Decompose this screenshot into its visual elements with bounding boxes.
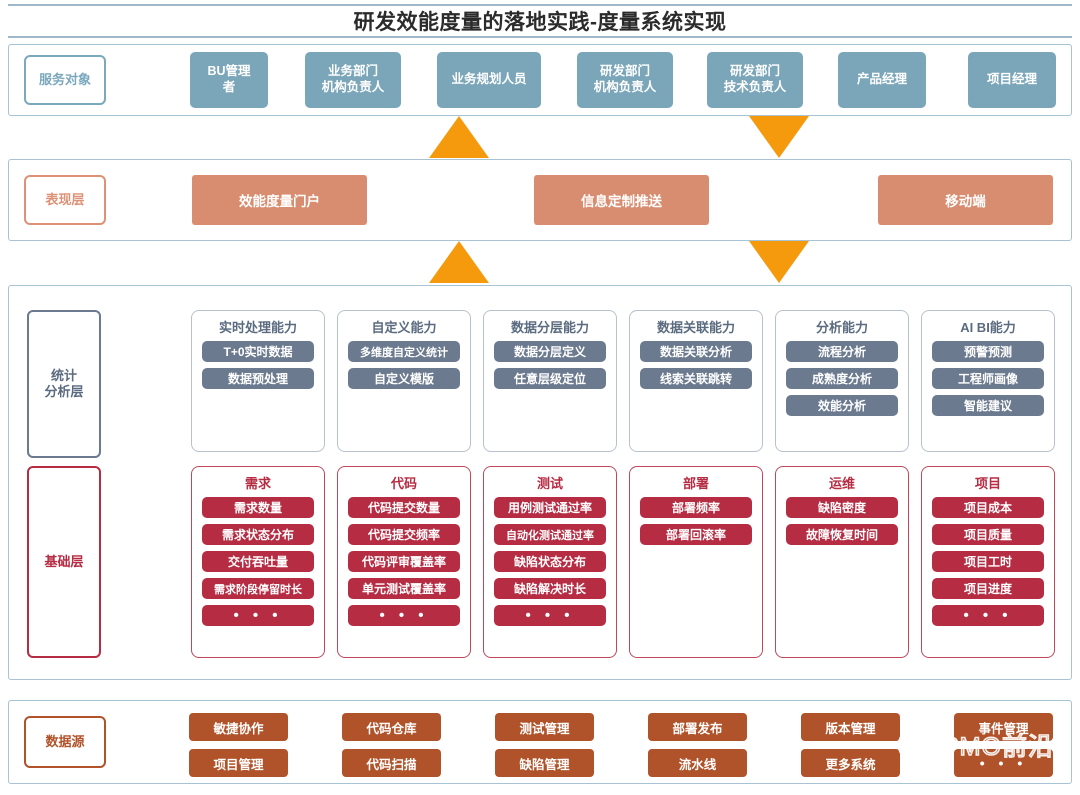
metric-pill[interactable]: 缺陷状态分布 [494, 551, 606, 572]
arrow-down-presentation-to-statistics [749, 241, 809, 283]
metric-pill[interactable]: 代码评审覆盖率 [348, 551, 460, 572]
metric-card-requirement[interactable]: 需求 需求数量 需求状态分布 交付吞吐量 需求阶段停留时长 • • • [191, 466, 325, 658]
arrow-down-presentation-to-service [749, 116, 809, 158]
card-title: 测试 [536, 476, 563, 491]
page-title: 研发效能度量的落地实践-度量系统实现 [353, 11, 727, 34]
capability-pill[interactable]: 任意层级定位 [494, 368, 606, 389]
capability-pill[interactable]: 多维度自定义统计 [348, 341, 460, 362]
role-chip-business-planner[interactable]: 业务规划人员 [437, 52, 541, 108]
capability-card-ai-bi[interactable]: AI BI能力 预警预测 工程师画像 智能建议 [921, 310, 1055, 452]
datasource-chip-pipeline[interactable]: 流水线 [648, 749, 747, 777]
metric-pill[interactable]: 项目质量 [932, 524, 1044, 545]
metric-card-test[interactable]: 测试 用例测试通过率 自动化测试通过率 缺陷状态分布 缺陷解决时长 • • • [483, 466, 617, 658]
role-chip-product-manager[interactable]: 产品经理 [838, 52, 926, 108]
layer-label-base: 基础层 [27, 466, 101, 658]
capability-card-data-correlation[interactable]: 数据关联能力 数据关联分析 线索关联跳转 [629, 310, 763, 452]
capability-pill[interactable]: T+0实时数据 [202, 341, 314, 362]
layer-label-datasource: 数据源 [24, 716, 106, 768]
metric-pill[interactable]: 需求阶段停留时长 [202, 578, 314, 599]
layer-label-service-objects: 服务对象 [24, 55, 106, 105]
role-chip-rd-dept-org-owner[interactable]: 研发部门 机构负责人 [577, 52, 673, 108]
datasource-chip-project-management[interactable]: 项目管理 [189, 749, 288, 777]
card-title: 需求 [244, 476, 271, 491]
datasource-chip-event-management[interactable]: 事件管理 [954, 713, 1053, 741]
card-title: 部署 [682, 476, 709, 491]
arrow-up-service-to-presentation [429, 116, 489, 158]
metric-pill[interactable]: 部署频率 [640, 497, 752, 518]
metric-card-ops[interactable]: 运维 缺陷密度 故障恢复时间 [775, 466, 909, 658]
metric-pill[interactable]: 代码提交数量 [348, 497, 460, 518]
datasource-chip-deploy-release[interactable]: 部署发布 [648, 713, 747, 741]
capability-pill[interactable]: 自定义模版 [348, 368, 460, 389]
metric-pill[interactable]: 用例测试通过率 [494, 497, 606, 518]
metric-pill[interactable]: 故障恢复时间 [786, 524, 898, 545]
card-title: AI BI能力 [960, 320, 1016, 335]
role-chip-business-dept-org-owner[interactable]: 业务部门 机构负责人 [305, 52, 401, 108]
capability-pill[interactable]: 效能分析 [786, 395, 898, 416]
metric-pill[interactable]: 交付吞吐量 [202, 551, 314, 572]
metric-pill[interactable]: 需求状态分布 [202, 524, 314, 545]
capability-pill[interactable]: 预警预测 [932, 341, 1044, 362]
card-title: 运维 [828, 476, 855, 491]
metric-pill[interactable]: 项目工时 [932, 551, 1044, 572]
datasource-chip-code-repo[interactable]: 代码仓库 [342, 713, 441, 741]
diagram-title-bar: 研发效能度量的落地实践-度量系统实现 [8, 4, 1072, 38]
capability-pill[interactable]: 线索关联跳转 [640, 368, 752, 389]
presentation-chip-mobile[interactable]: 移动端 [878, 175, 1053, 225]
metric-pill[interactable]: 缺陷密度 [786, 497, 898, 518]
capability-pill[interactable]: 数据关联分析 [640, 341, 752, 362]
metric-pill-more[interactable]: • • • [494, 605, 606, 626]
metric-pill[interactable]: 部署回滚率 [640, 524, 752, 545]
presentation-chip-portal[interactable]: 效能度量门户 [192, 175, 367, 225]
role-chip-bu-manager[interactable]: BU管理 者 [190, 52, 268, 108]
datasource-chip-test-management[interactable]: 测试管理 [495, 713, 594, 741]
card-title: 自定义能力 [371, 320, 437, 335]
card-title: 分析能力 [815, 320, 868, 335]
card-title: 代码 [390, 476, 417, 491]
metric-pill-more[interactable]: • • • [202, 605, 314, 626]
capability-card-realtime[interactable]: 实时处理能力 T+0实时数据 数据预处理 [191, 310, 325, 452]
layer-label-presentation: 表现层 [24, 175, 106, 225]
datasource-chip-more[interactable]: • • • [954, 749, 1053, 777]
capability-pill[interactable]: 工程师画像 [932, 368, 1044, 389]
metric-pill[interactable]: 项目进度 [932, 578, 1044, 599]
capability-pill[interactable]: 流程分析 [786, 341, 898, 362]
metric-pill[interactable]: 项目成本 [932, 497, 1044, 518]
capability-pill[interactable]: 数据分层定义 [494, 341, 606, 362]
card-title: 数据分层能力 [510, 320, 589, 335]
metric-pill[interactable]: 单元测试覆盖率 [348, 578, 460, 599]
card-title: 项目 [974, 476, 1001, 491]
datasource-chip-more-systems[interactable]: 更多系统 [801, 749, 900, 777]
datasource-chip-defect-management[interactable]: 缺陷管理 [495, 749, 594, 777]
capability-pill[interactable]: 数据预处理 [202, 368, 314, 389]
capability-card-analysis[interactable]: 分析能力 流程分析 成熟度分析 效能分析 [775, 310, 909, 452]
card-title: 数据关联能力 [656, 320, 735, 335]
datasource-chip-agile-collab[interactable]: 敏捷协作 [189, 713, 288, 741]
metric-card-deploy[interactable]: 部署 部署频率 部署回滚率 [629, 466, 763, 658]
capability-card-data-tiering[interactable]: 数据分层能力 数据分层定义 任意层级定位 [483, 310, 617, 452]
metric-pill[interactable]: 自动化测试通过率 [494, 524, 606, 545]
metric-pill[interactable]: 需求数量 [202, 497, 314, 518]
metric-card-project[interactable]: 项目 项目成本 项目质量 项目工时 项目进度 • • • [921, 466, 1055, 658]
card-title: 实时处理能力 [218, 320, 297, 335]
metric-pill-more[interactable]: • • • [932, 605, 1044, 626]
metric-pill-more[interactable]: • • • [348, 605, 460, 626]
presentation-chip-custom-push[interactable]: 信息定制推送 [534, 175, 709, 225]
role-chip-rd-dept-tech-owner[interactable]: 研发部门 技术负责人 [707, 52, 803, 108]
datasource-chip-code-scan[interactable]: 代码扫描 [342, 749, 441, 777]
metric-pill[interactable]: 代码提交频率 [348, 524, 460, 545]
datasource-chip-version-management[interactable]: 版本管理 [801, 713, 900, 741]
capability-pill[interactable]: 成熟度分析 [786, 368, 898, 389]
metric-card-code[interactable]: 代码 代码提交数量 代码提交频率 代码评审覆盖率 单元测试覆盖率 • • • [337, 466, 471, 658]
role-chip-project-manager[interactable]: 项目经理 [968, 52, 1056, 108]
metric-pill[interactable]: 缺陷解决时长 [494, 578, 606, 599]
capability-pill[interactable]: 智能建议 [932, 395, 1044, 416]
layer-label-statistics: 统计 分析层 [27, 310, 101, 458]
arrow-up-statistics-to-presentation [429, 241, 489, 283]
capability-card-customization[interactable]: 自定义能力 多维度自定义统计 自定义模版 [337, 310, 471, 452]
